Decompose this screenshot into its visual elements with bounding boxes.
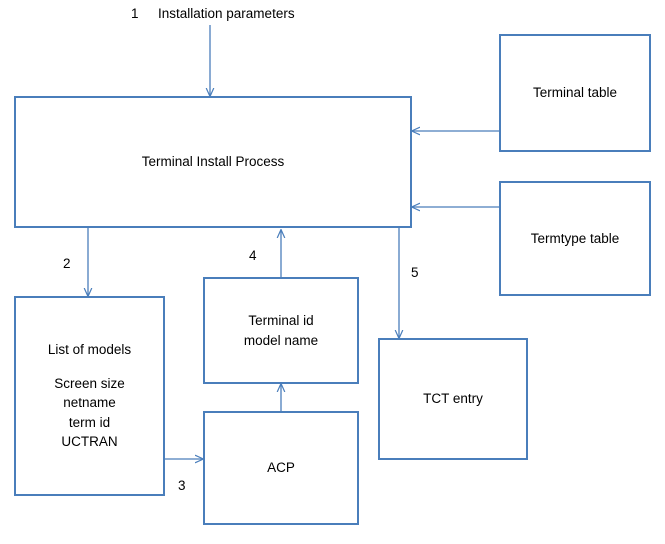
box-list-of-models-line-1: Screen size <box>54 375 125 391</box>
box-tct-entry-line-0: TCT entry <box>423 391 483 407</box>
box-list-of-models[interactable]: List of models Screen size netname term … <box>14 296 165 496</box>
installation-parameters-label: Installation parameters <box>158 6 295 21</box>
box-termtype-table[interactable]: Termtype table <box>499 181 651 296</box>
step-number-2: 2 <box>63 256 71 271</box>
box-list-of-models-line-0: List of models <box>47 342 132 358</box>
box-terminal-table[interactable]: Terminal table <box>499 34 651 152</box>
box-list-of-models-line-3: term id <box>68 414 111 430</box>
box-acp-line-0: ACP <box>267 460 295 476</box>
box-termtype-table-line-0: Termtype table <box>530 230 620 246</box>
box-terminal-install-process[interactable]: Terminal Install Process <box>14 96 412 228</box>
box-terminal-id-model-name-line-1: model name <box>243 332 319 348</box>
box-terminal-id-model-name-line-0: Terminal id <box>248 312 314 328</box>
box-acp[interactable]: ACP <box>203 411 359 525</box>
box-list-of-models-line-2: netname <box>63 395 116 411</box>
step-number-5: 5 <box>411 265 419 280</box>
box-tct-entry[interactable]: TCT entry <box>378 338 528 460</box>
box-list-of-models-line-4: UCTRAN <box>61 434 118 450</box>
step-number-3: 3 <box>178 478 186 493</box>
step-number-4: 4 <box>249 248 257 263</box>
box-terminal-table-line-0: Terminal table <box>532 85 618 101</box>
box-terminal-id-model-name[interactable]: Terminal id model name <box>203 277 359 384</box>
box-terminal-install-process-line-0: Terminal Install Process <box>141 154 285 170</box>
step-number-1: 1 <box>131 6 139 21</box>
